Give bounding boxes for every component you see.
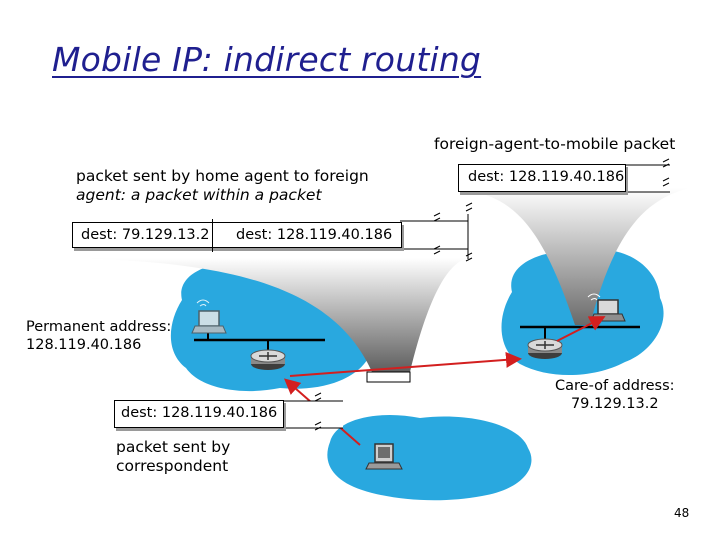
correspondent-network-cloud: [327, 415, 532, 501]
correspondent-caption-line1: packet sent by: [116, 438, 231, 456]
encapsulated-packet: dest: 79.129.13.2 dest: 128.119.40.186: [72, 219, 402, 252]
correspondent-packet-payload: [283, 392, 343, 431]
encapsulated-packet-payload: [400, 202, 473, 262]
permanent-address-value: 128.119.40.186: [26, 337, 142, 353]
permanent-address-label: Permanent address: 128.119.40.186: [26, 318, 171, 354]
router-icon: [527, 338, 563, 359]
home-to-foreign-arrow: [289, 351, 522, 377]
home-agent-caption: packet sent by home agent to foreign age…: [76, 167, 369, 205]
header-divider: [212, 219, 213, 252]
laptop-icon: [191, 299, 227, 334]
correspondent-dest-field: dest: 128.119.40.186: [121, 405, 278, 421]
foreign-to-mobile-arrow: [556, 316, 606, 342]
care-of-address-title: Care-of address:: [555, 378, 675, 394]
correspondent-caption-line2: correspondent: [116, 457, 229, 475]
correspondent-packet: dest: 128.119.40.186: [114, 400, 284, 428]
in-transit-packet: [366, 371, 411, 383]
fa-to-mobile-funnel: [460, 188, 690, 325]
home-agent-caption-line1: packet sent by home agent to foreign: [76, 167, 369, 185]
home-agent-caption-line2: agent: a packet within a packet: [76, 186, 322, 204]
fa-to-mobile-caption: foreign-agent-to-mobile packet: [434, 135, 676, 153]
encapsulation-funnel: [72, 258, 468, 372]
router-icon: [250, 349, 286, 370]
care-of-address-value: 79.129.13.2: [570, 396, 659, 412]
page-title: Mobile IP: indirect routing: [52, 40, 482, 79]
page-number: 48: [674, 506, 690, 520]
permanent-address-title: Permanent address:: [26, 319, 172, 335]
outer-dest-field: dest: 79.129.13.2: [81, 227, 210, 243]
fa-to-mobile-packet: dest: 128.119.40.186: [458, 164, 626, 192]
inner-dest-field: dest: 128.119.40.186: [236, 227, 393, 243]
laptop-icon: [587, 293, 626, 322]
desktop-computer-icon: [365, 443, 403, 470]
correspondent-caption: packet sent by correspondent: [116, 438, 230, 476]
fa-to-mobile-payload: [625, 158, 670, 193]
fa-to-mobile-dest-field: dest: 128.119.40.186: [468, 169, 625, 185]
care-of-address-label: Care-of address: 79.129.13.2: [555, 377, 675, 413]
